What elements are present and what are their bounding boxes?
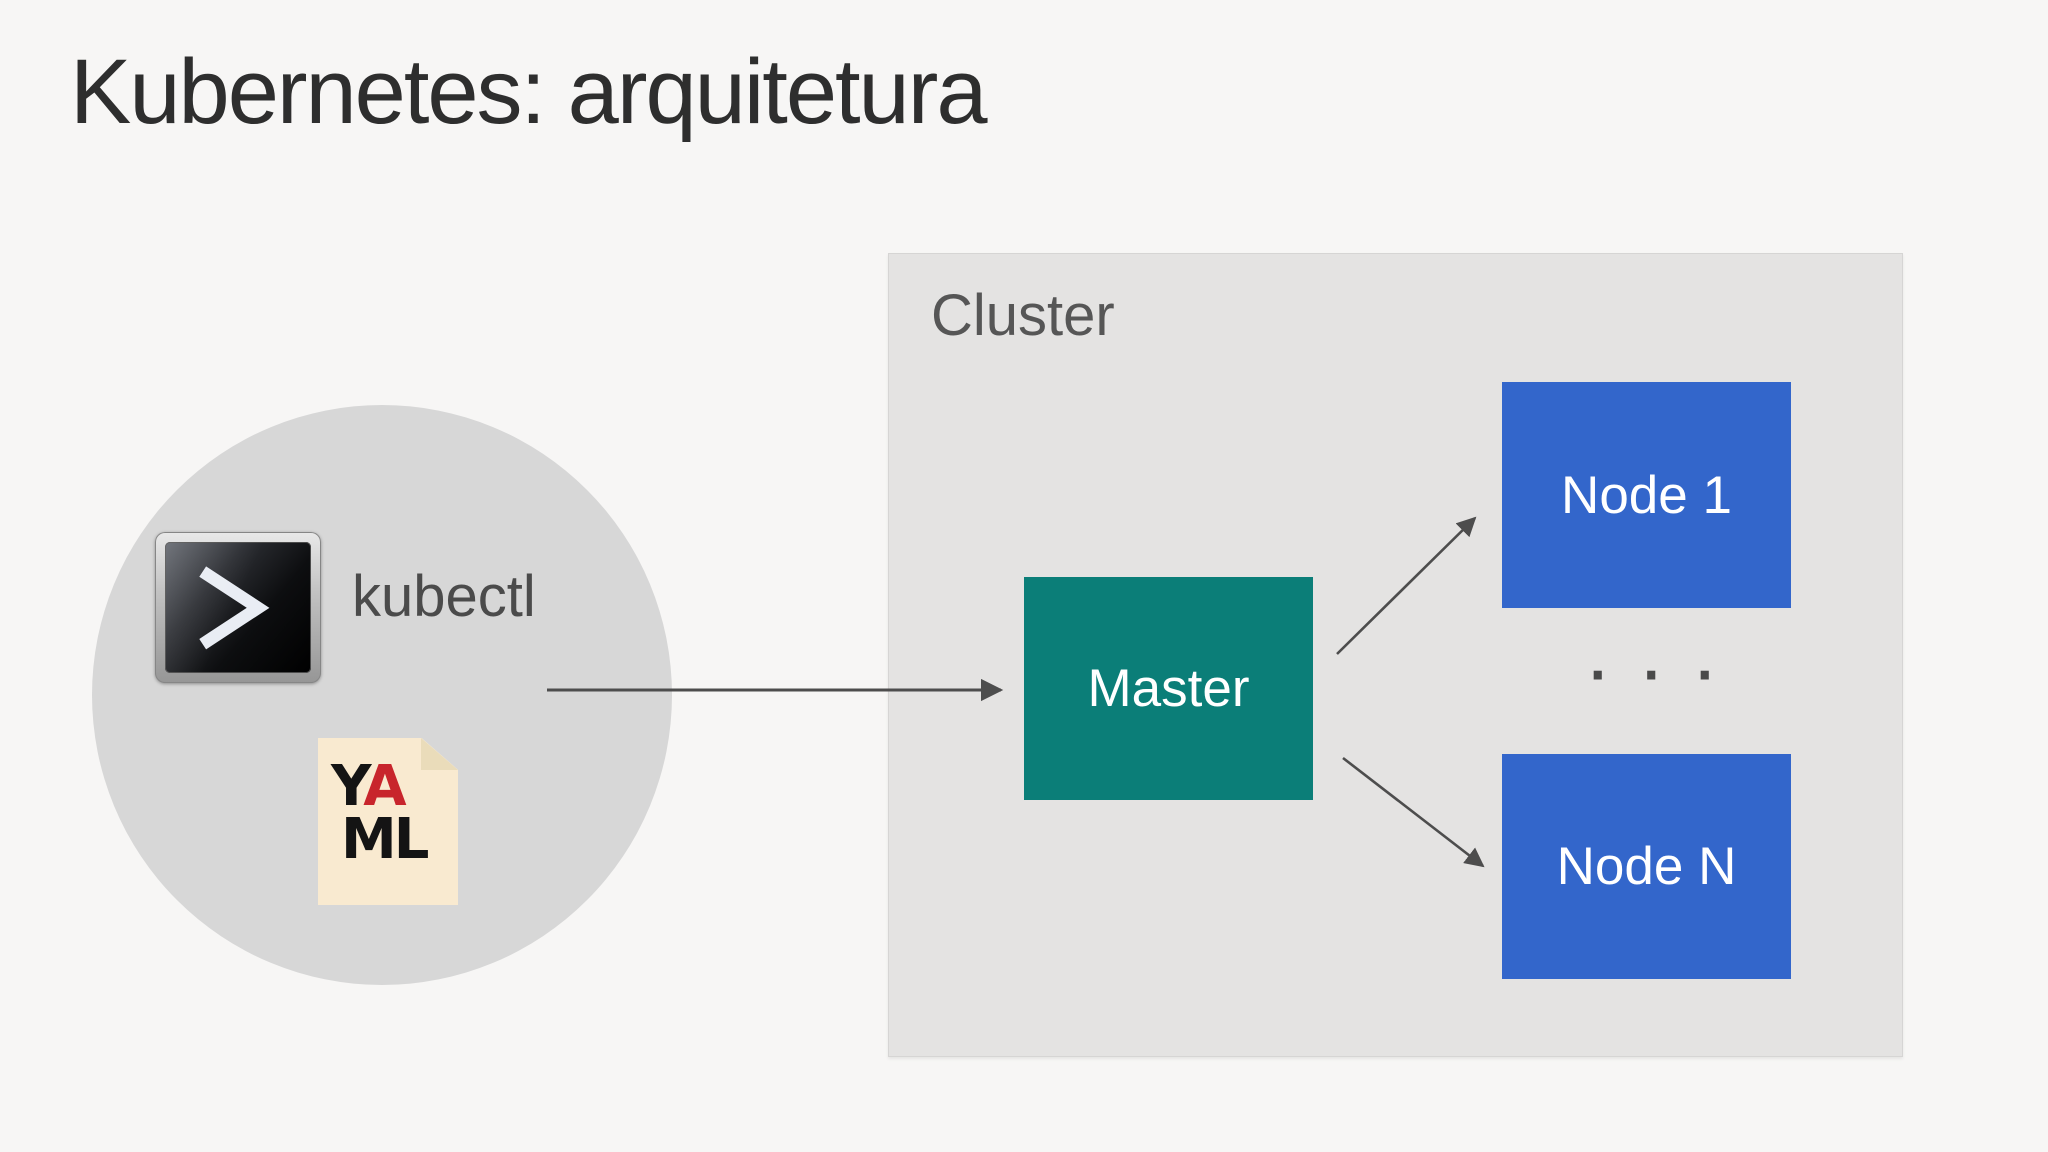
terminal-icon — [155, 532, 321, 683]
node1-box: Node 1 — [1502, 382, 1791, 608]
yaml-line1: YA — [331, 759, 426, 815]
cluster-label: Cluster — [931, 283, 1115, 348]
yaml-logo-text: YA ML — [331, 759, 429, 873]
cluster-box: Cluster Master Node 1 · · · Node N — [888, 253, 1903, 1057]
yaml-file-icon: YA ML — [318, 738, 458, 905]
yaml-letter-a: A — [363, 754, 406, 819]
ellipsis-dots: · · · — [1589, 648, 1724, 702]
node1-label: Node 1 — [1561, 465, 1732, 525]
master-box: Master — [1024, 577, 1313, 800]
yaml-line2: ML — [341, 807, 429, 873]
yaml-letter-y: Y — [331, 754, 366, 819]
nodeN-box: Node N — [1502, 754, 1791, 979]
nodeN-label: Node N — [1556, 837, 1737, 896]
master-label: Master — [1087, 659, 1250, 718]
prompt-chevron-icon — [199, 566, 270, 649]
slide-title: Kubernetes: arquitetura — [70, 41, 988, 143]
terminal-screen — [165, 542, 311, 673]
kubectl-label: kubectl — [352, 564, 536, 629]
kubectl-circle: kubectl YA ML — [92, 405, 672, 985]
